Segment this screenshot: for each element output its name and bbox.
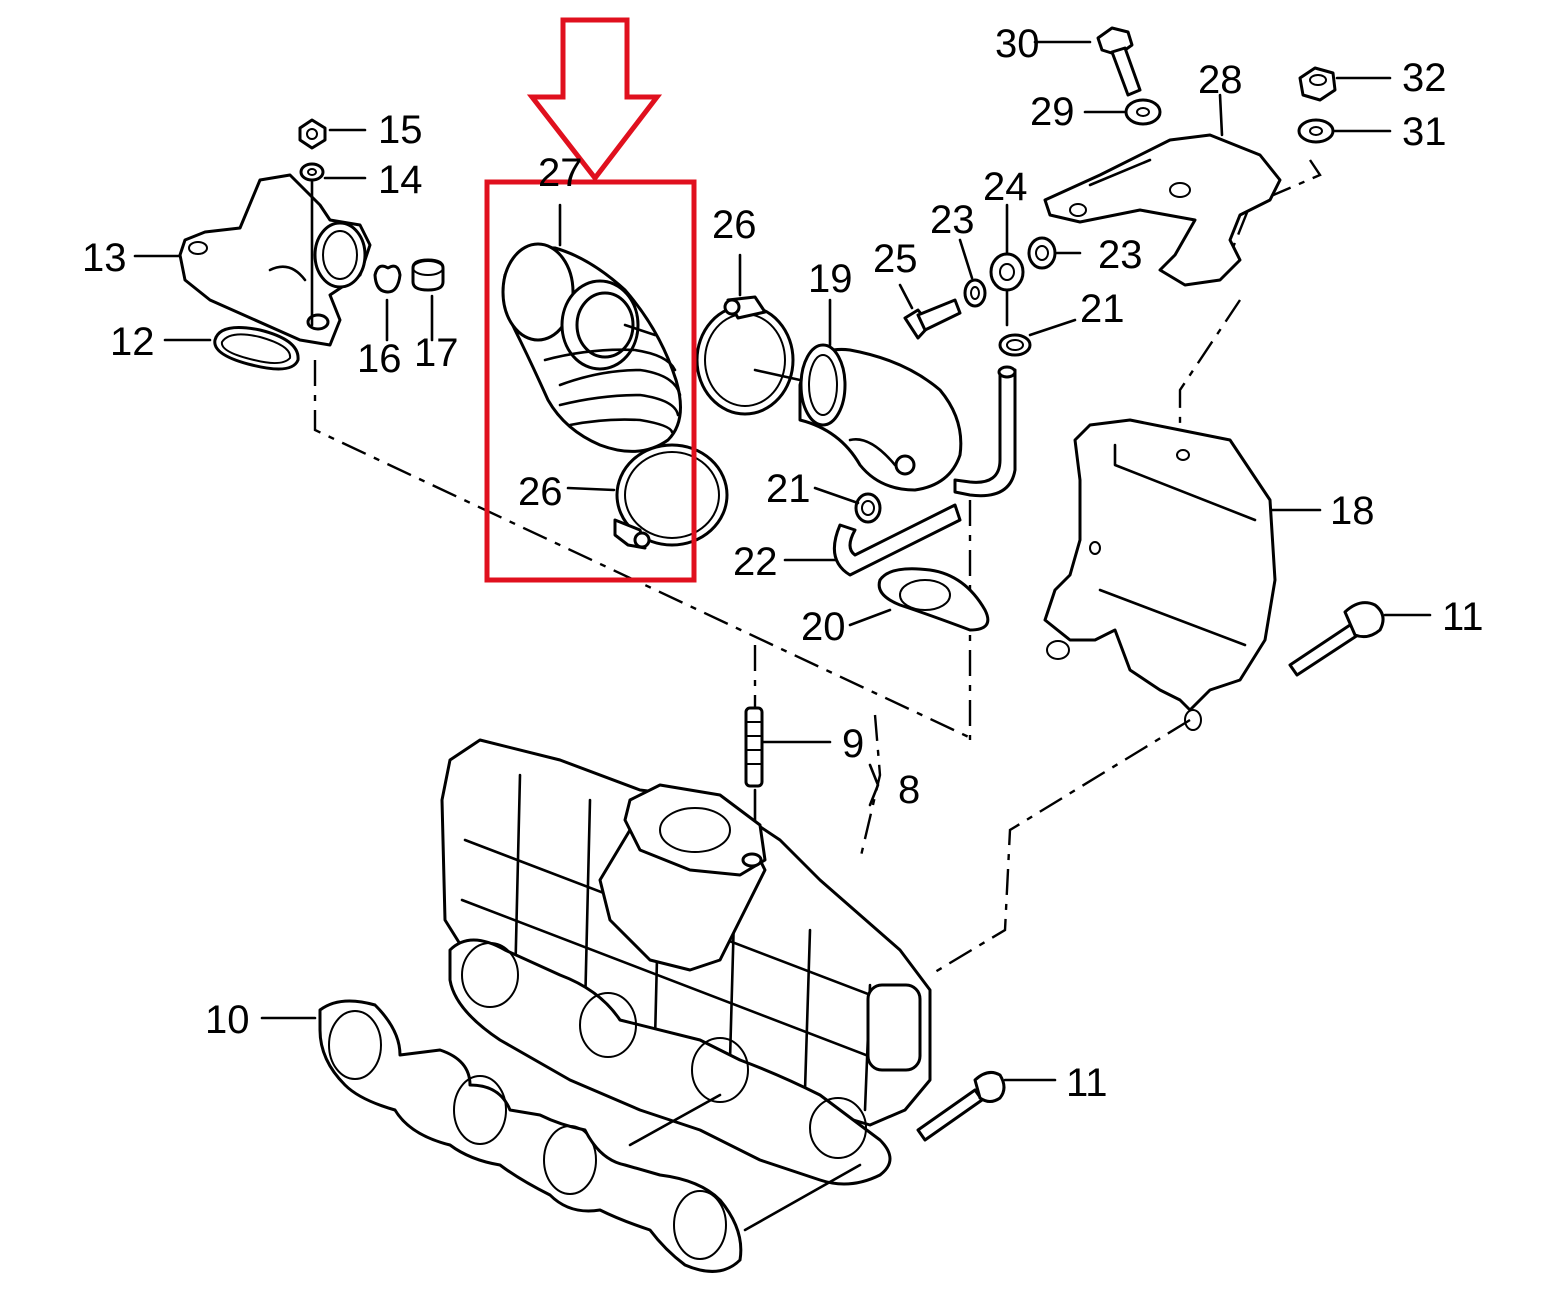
label-14: 14 (378, 158, 423, 202)
assembly-lines (313, 139, 1322, 977)
part-19-elbow-pipe (753, 298, 963, 492)
label-11-lower: 11 (1066, 1061, 1108, 1105)
part-32-nut (1298, 66, 1337, 102)
label-26-upper: 26 (712, 203, 757, 247)
label-20: 20 (801, 605, 846, 649)
label-21-upper: 21 (1080, 287, 1125, 331)
highlight-arrow-icon (526, 17, 663, 183)
part-12-o-ring (213, 326, 300, 371)
part-14-washer (299, 162, 325, 182)
part-11-bolt-lower (916, 1070, 1006, 1142)
part-labels: 15 14 13 12 16 17 27 26 26 19 25 23 24 2… (82, 22, 1484, 1105)
part-22-bent-pipe (832, 365, 1017, 577)
part-21-clamp-upper (998, 333, 1032, 357)
part-24-banjo-fitting (989, 252, 1025, 327)
label-13: 13 (82, 236, 127, 280)
part-13-flange-housing (178, 163, 372, 347)
part-15-nut (298, 118, 327, 150)
part-29-washer (1124, 98, 1162, 126)
part-25-bolt (903, 298, 962, 340)
label-21-lower: 21 (766, 467, 811, 511)
part-10-gasket (318, 999, 862, 1273)
label-11-upper: 11 (1442, 595, 1484, 639)
label-28: 28 (1198, 58, 1243, 102)
label-12: 12 (110, 320, 155, 364)
label-17: 17 (414, 331, 459, 375)
part-16-clip (373, 264, 402, 342)
label-29: 29 (1030, 90, 1075, 134)
label-26-lower: 26 (518, 470, 563, 514)
part-23-washer-right (1027, 236, 1057, 270)
label-32: 32 (1402, 56, 1447, 100)
part-26-lower-clamp (566, 443, 729, 550)
label-19: 19 (808, 257, 853, 301)
part-30-bolt (1096, 26, 1142, 97)
label-25: 25 (873, 237, 918, 281)
label-10: 10 (205, 998, 250, 1042)
label-23-right: 23 (1098, 233, 1143, 277)
part-23-washer-left (963, 278, 987, 308)
part-20-gasket (877, 567, 990, 632)
part-17-cap (411, 258, 445, 342)
label-15: 15 (378, 108, 423, 152)
label-9: 9 (842, 722, 864, 766)
part-31-washer (1297, 118, 1335, 144)
label-27: 27 (538, 151, 583, 195)
label-22: 22 (733, 540, 778, 584)
part-21-clamp-lower (854, 492, 882, 524)
label-24: 24 (983, 165, 1028, 209)
part-28-bracket (1043, 133, 1282, 287)
label-16: 16 (357, 337, 402, 381)
label-30: 30 (995, 22, 1040, 66)
label-8: 8 (898, 768, 920, 812)
label-31: 31 (1402, 110, 1447, 154)
part-18-heat-shield (1043, 418, 1322, 731)
part-26-upper-clamp (695, 253, 795, 416)
intake-manifold (440, 738, 932, 1186)
highlight-box (484, 179, 697, 583)
part-27-hose (501, 203, 682, 453)
leader-lines (133, 40, 1432, 1082)
label-18: 18 (1330, 489, 1375, 533)
part-11-bolt-upper (1288, 601, 1385, 677)
label-23-left: 23 (930, 198, 975, 242)
